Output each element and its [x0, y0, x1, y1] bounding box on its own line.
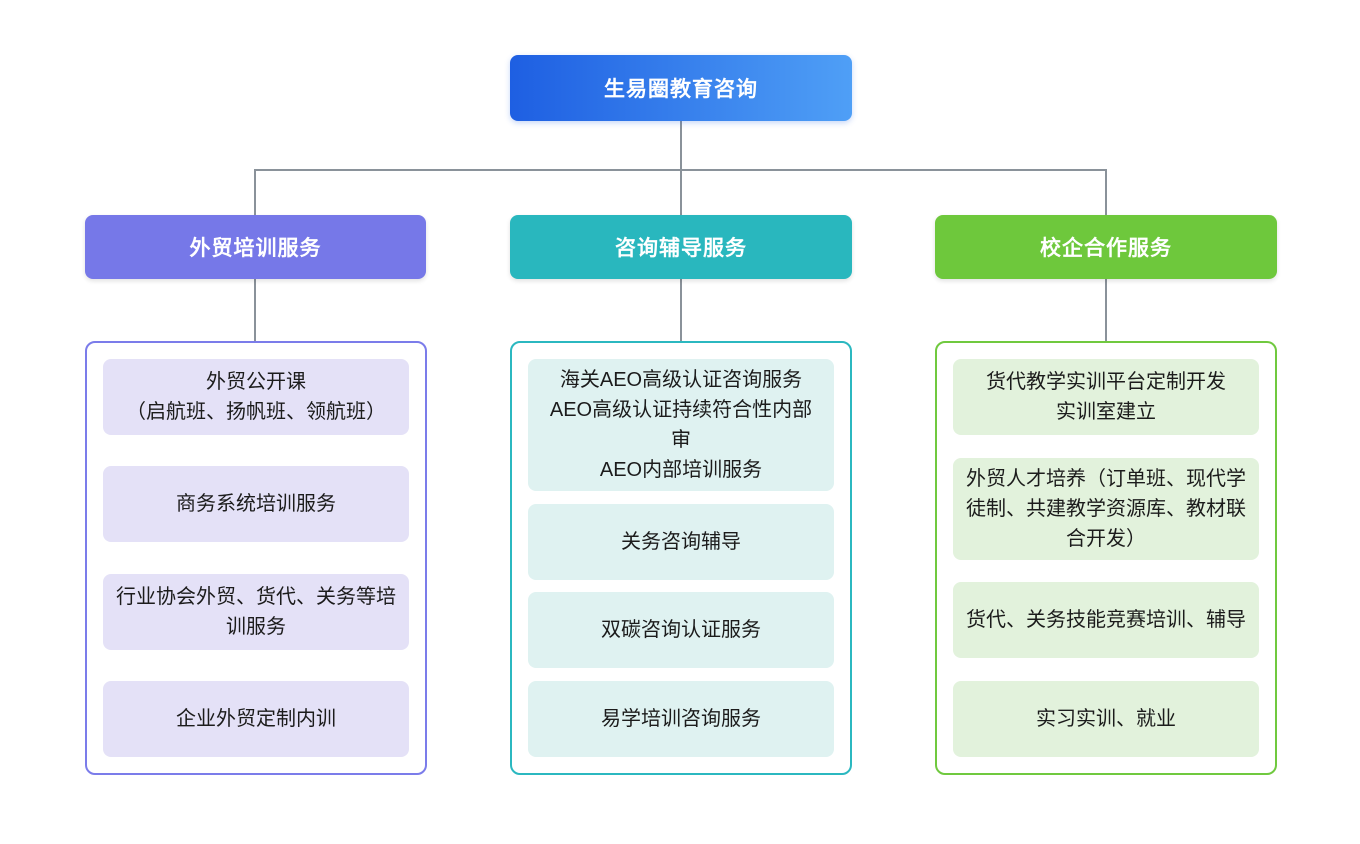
connector-right-header-panel [1105, 279, 1107, 342]
service-item: 实习实训、就业 [953, 680, 1259, 757]
root-node-label: 生易圈教育咨询 [604, 78, 758, 101]
service-item: 货代教学实训平台定制开发 实训室建立 [953, 359, 1259, 435]
branch-header-label: 外贸培训服务 [189, 237, 322, 260]
service-item: 双碳咨询认证服务 [528, 592, 834, 669]
branch-header-label: 校企合作服务 [1040, 237, 1172, 260]
service-item: 易学培训咨询服务 [528, 680, 834, 757]
branch-header-label: 咨询辅导服务 [615, 237, 747, 260]
connector-drop-left [254, 169, 256, 216]
connector-drop-right [1105, 169, 1107, 216]
connector-drop-middle [680, 169, 682, 216]
service-item: 企业外贸定制内训 [103, 680, 409, 757]
branch-panel-school-enterprise: 货代教学实训平台定制开发 实训室建立 外贸人才培养（订单班、现代学徒制、共建教学… [935, 341, 1277, 775]
connector-root-down [680, 121, 682, 170]
service-item: 外贸公开课 （启航班、扬帆班、领航班） [103, 359, 409, 435]
service-item: 海关AEO高级认证咨询服务 AEO高级认证持续符合性内部审 AEO内部培训服务 [528, 359, 834, 491]
connector-middle-header-panel [680, 279, 682, 342]
service-item: 行业协会外贸、货代、关务等培训服务 [103, 573, 409, 650]
branch-panel-foreign-trade-training: 外贸公开课 （启航班、扬帆班、领航班） 商务系统培训服务 行业协会外贸、货代、关… [85, 341, 427, 775]
branch-header-consulting-coaching: 咨询辅导服务 [510, 215, 852, 279]
branch-header-foreign-trade-training: 外贸培训服务 [85, 215, 426, 279]
service-item: 关务咨询辅导 [528, 503, 834, 580]
branch-panel-consulting-coaching: 海关AEO高级认证咨询服务 AEO高级认证持续符合性内部审 AEO内部培训服务 … [510, 341, 852, 775]
branch-header-school-enterprise: 校企合作服务 [935, 215, 1277, 279]
service-item: 商务系统培训服务 [103, 466, 409, 543]
service-item: 外贸人才培养（订单班、现代学徒制、共建教学资源库、教材联合开发） [953, 457, 1259, 560]
root-node: 生易圈教育咨询 [510, 55, 852, 121]
connector-left-header-panel [254, 279, 256, 342]
service-item: 货代、关务技能竞赛培训、辅导 [953, 582, 1259, 659]
